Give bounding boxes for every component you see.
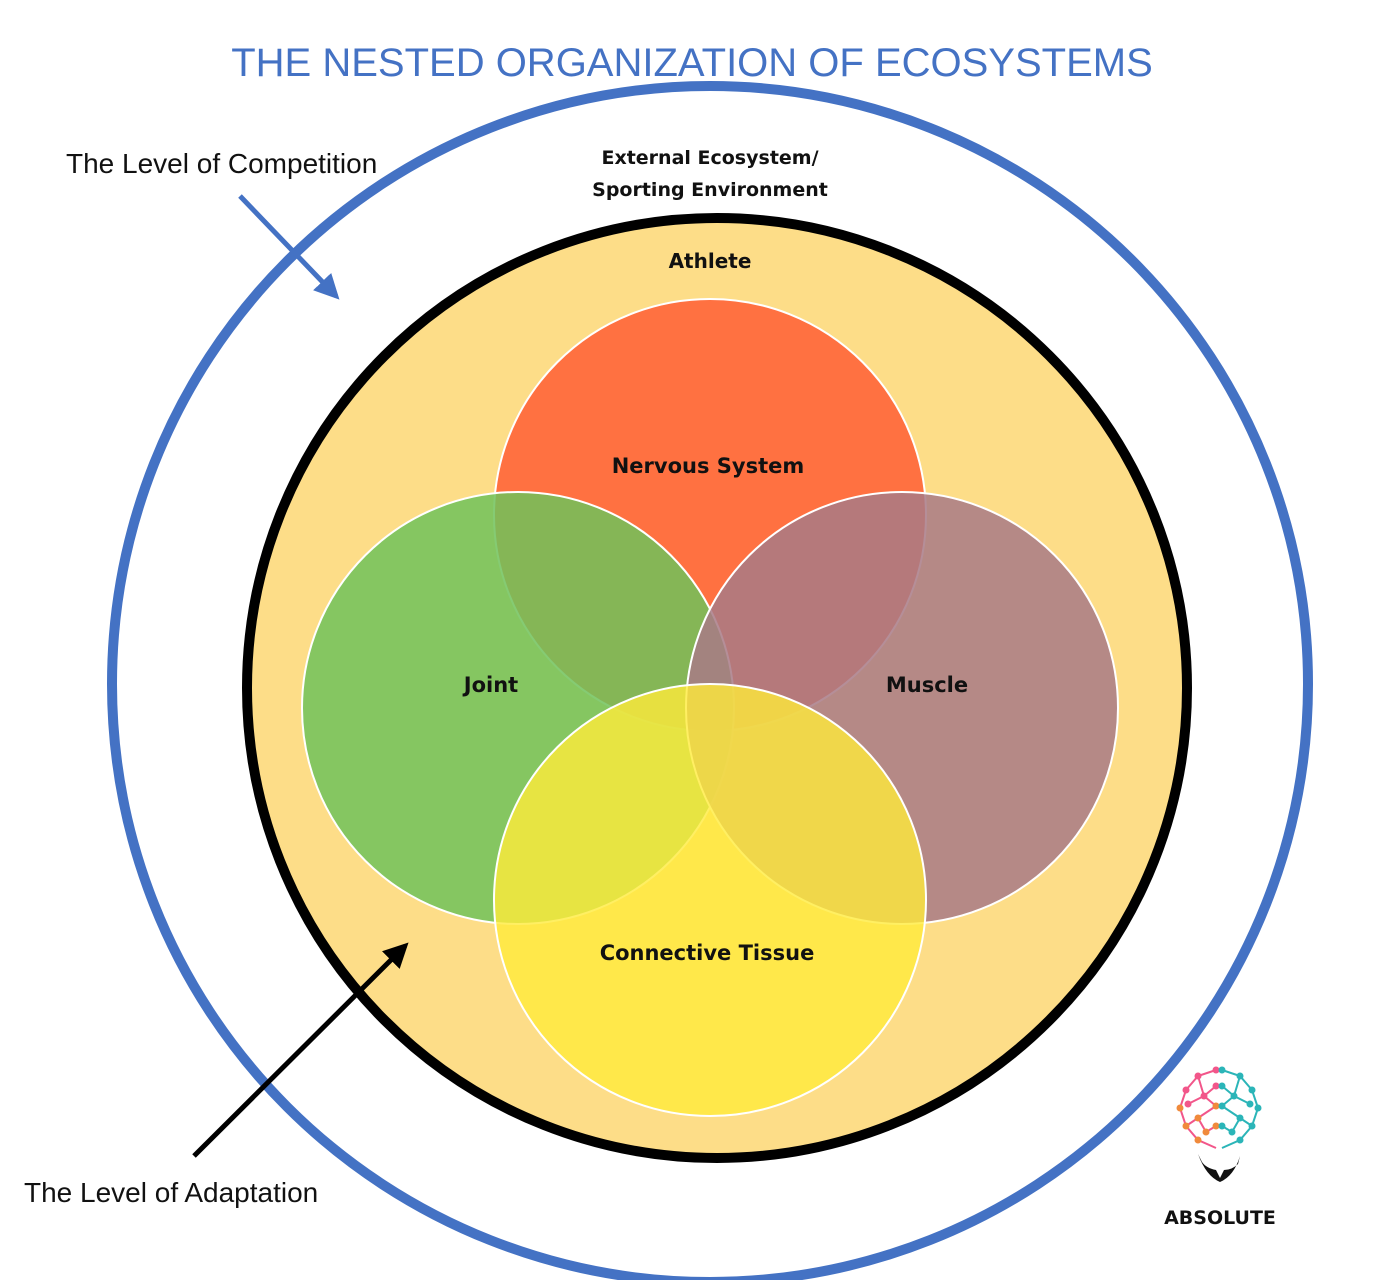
page-title: THE NESTED ORGANIZATION OF ECOSYSTEMS	[231, 41, 1153, 85]
logo-wordmark: ABSOLUTE	[1164, 1207, 1276, 1229]
brain-logo-icon	[1176, 1066, 1262, 1182]
external-ecosystem-label-line2: Sporting Environment	[592, 179, 828, 201]
external-ecosystem-label-line1: External Ecosystem/	[601, 147, 818, 169]
muscle-label: Muscle	[886, 673, 968, 697]
level-of-adaptation-label: The Level of Adaptation	[24, 1177, 318, 1208]
adaptation-arrow	[192, 942, 409, 1158]
level-of-competition-label: The Level of Competition	[66, 148, 377, 179]
outer-ecosystem-ring	[107, 81, 1313, 1280]
venn-group	[301, 298, 1119, 1117]
connective-tissue-label: Connective Tissue	[600, 941, 815, 965]
connective-tissue-circle	[493, 683, 927, 1117]
joint-label: Joint	[462, 673, 518, 697]
nervous-system-label: Nervous System	[612, 454, 805, 478]
athlete-label: Athlete	[669, 249, 752, 273]
competition-arrow	[238, 194, 340, 300]
